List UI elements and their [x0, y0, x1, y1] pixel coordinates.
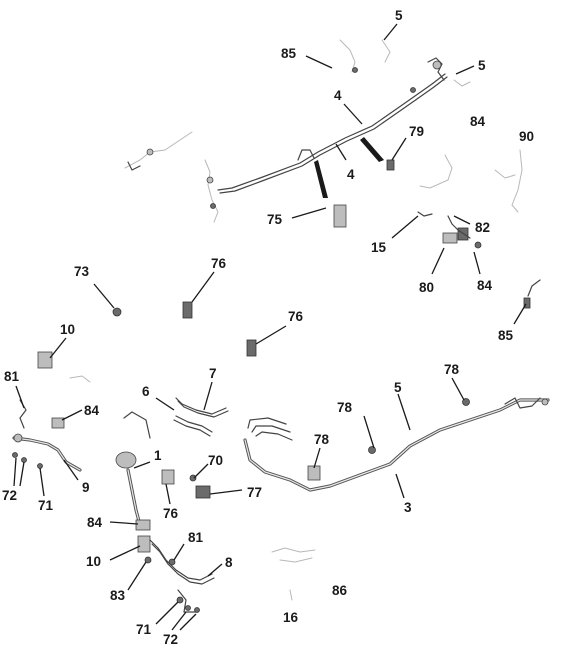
callout-70: 70	[208, 453, 223, 468]
bracket-75	[333, 204, 347, 228]
callout-76: 76	[288, 309, 304, 324]
callout-83: 83	[110, 588, 126, 603]
upper-brake-line	[124, 39, 471, 223]
callout-15: 15	[371, 240, 387, 255]
callout-7: 7	[209, 366, 217, 381]
callout-8: 8	[225, 555, 233, 570]
parts-artwork	[12, 39, 550, 613]
left-cluster-parts	[12, 351, 91, 472]
callout-9: 9	[82, 480, 90, 495]
clip-79	[386, 159, 395, 171]
callout-76: 76	[211, 256, 227, 271]
callout-5: 5	[478, 58, 486, 73]
callout-85: 85	[281, 46, 297, 61]
callout-72: 72	[2, 488, 17, 503]
callout-75: 75	[267, 212, 283, 227]
callout-72: 72	[163, 632, 178, 647]
callout-labels: 5 85 5 4 79 84 90 4 75 82 15 80 84 73 76…	[2, 8, 534, 647]
leader-lines	[13, 23, 527, 631]
callout-3: 3	[404, 500, 412, 515]
callout-76: 76	[163, 506, 179, 521]
main-brake-line	[243, 397, 550, 492]
callout-82: 82	[475, 220, 490, 235]
faint-parts	[271, 547, 316, 601]
callout-86: 86	[332, 583, 348, 598]
callout-6: 6	[142, 384, 150, 399]
callout-71: 71	[136, 622, 152, 637]
callout-84: 84	[477, 278, 493, 293]
callout-78: 78	[444, 362, 460, 377]
clip-73	[112, 307, 122, 317]
callout-81: 81	[188, 530, 204, 545]
callout-90: 90	[519, 129, 534, 144]
callout-10: 10	[60, 322, 75, 337]
callout-85: 85	[498, 328, 514, 343]
right-cluster-parts	[417, 149, 541, 309]
clamp-76a	[182, 301, 193, 319]
callout-10: 10	[86, 554, 101, 569]
callout-16: 16	[283, 610, 299, 625]
callout-1: 1	[154, 448, 162, 463]
clamp-76b	[246, 339, 257, 357]
callout-78: 78	[314, 432, 330, 447]
callout-84: 84	[84, 403, 100, 418]
callout-4: 4	[347, 167, 355, 182]
callout-84: 84	[470, 114, 486, 129]
callout-73: 73	[74, 264, 90, 279]
callout-4: 4	[334, 88, 342, 103]
lower-left-parts	[135, 519, 215, 613]
callout-78: 78	[337, 400, 353, 415]
callout-80: 80	[419, 280, 434, 295]
centre-left-parts	[115, 397, 229, 527]
callout-5: 5	[394, 380, 402, 395]
callout-5: 5	[395, 8, 403, 23]
callout-79: 79	[409, 124, 424, 139]
callout-84: 84	[87, 515, 103, 530]
callout-71: 71	[38, 498, 54, 513]
callout-77: 77	[247, 485, 262, 500]
callout-81: 81	[4, 369, 20, 384]
